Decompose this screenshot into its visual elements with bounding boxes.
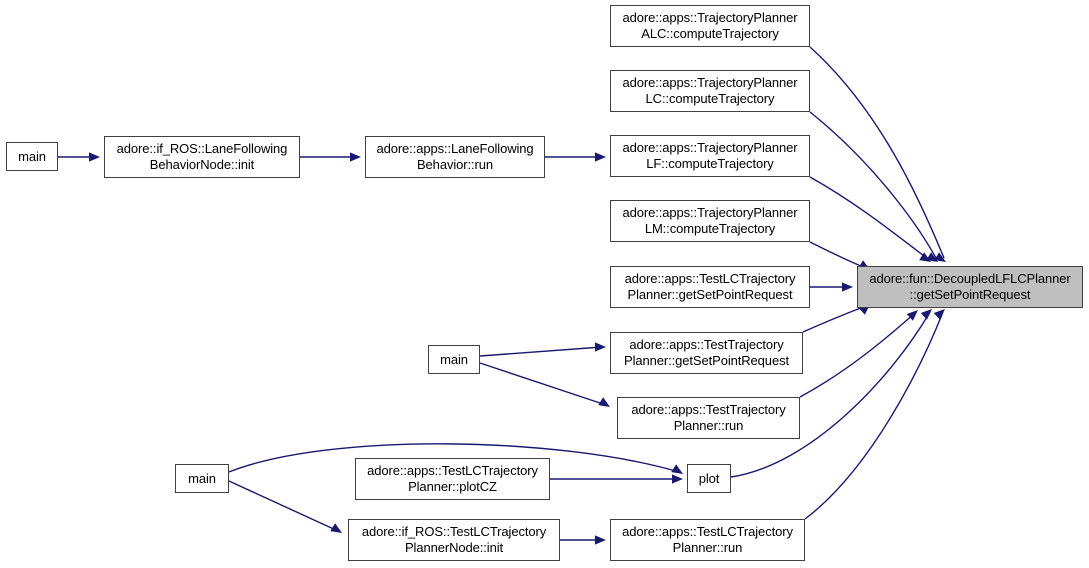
graph-node-label: adore::apps::TestTrajectory Planner::run: [631, 402, 786, 433]
graph-node-label: adore::apps::TestLCTrajectory Planner::r…: [622, 524, 793, 555]
edge-tp_lf-to-decoupled_gspr: [809, 176, 931, 262]
graph-node-tp_lf[interactable]: adore::apps::TrajectoryPlanner LF::compu…: [610, 135, 810, 177]
graph-node-testlc_gspr[interactable]: adore::apps::TestLCTrajectory Planner::g…: [610, 266, 810, 308]
edge-tp_alc-to-decoupled_gspr: [809, 46, 946, 262]
edge-main_top-to-lf_node_init: [58, 152, 100, 162]
edge-test_run-to-decoupled_gspr: [799, 310, 918, 398]
edge-main_mid-to-test_gspr: [479, 342, 606, 357]
graph-node-main_bottom[interactable]: main: [175, 464, 229, 493]
graph-node-label: adore::apps::TrajectoryPlanner LF::compu…: [622, 140, 798, 171]
arrowhead-icon: [672, 474, 683, 484]
graph-node-label: adore::fun::DecoupledLFLCPlanner ::getSe…: [869, 271, 1071, 302]
edge-testlc_run-to-decoupled_gspr: [804, 309, 945, 520]
graph-node-main_top[interactable]: main: [6, 142, 58, 171]
graph-node-decoupled_gspr[interactable]: adore::fun::DecoupledLFLCPlanner ::getSe…: [857, 266, 1083, 308]
arrowhead-icon: [350, 152, 361, 162]
graph-node-label: adore::apps::TestLCTrajectory Planner::p…: [367, 463, 538, 494]
arrowhead-icon: [595, 535, 606, 545]
edge-main_bottom-to-testlc_node_init: [228, 480, 342, 533]
graph-node-test_run[interactable]: adore::apps::TestTrajectory Planner::run: [617, 397, 800, 439]
graph-node-testlc_node_init[interactable]: adore::if_ROS::TestLCTrajectory PlannerN…: [348, 519, 560, 561]
edge-lf_behavior_run-to-tp_lf: [545, 152, 606, 162]
graph-node-label: adore::apps::TrajectoryPlanner LM::compu…: [622, 205, 798, 236]
arrowhead-icon: [330, 523, 342, 533]
graph-node-label: adore::if_ROS::LaneFollowing BehaviorNod…: [116, 141, 288, 172]
graph-node-label: adore::apps::TrajectoryPlanner LC::compu…: [622, 75, 798, 106]
graph-node-label: main: [440, 351, 468, 367]
graph-node-label: main: [188, 470, 216, 486]
graph-node-label: adore::apps::TestLCTrajectory Planner::g…: [624, 271, 796, 302]
graph-node-label: plot: [698, 470, 720, 486]
graph-node-tp_lm[interactable]: adore::apps::TrajectoryPlanner LM::compu…: [610, 200, 810, 242]
graph-node-label: adore::apps::TrajectoryPlanner ALC::comp…: [622, 10, 798, 41]
graph-node-label: adore::apps::LaneFollowing Behavior::run: [376, 141, 534, 172]
arrowhead-icon: [934, 252, 946, 262]
arrowhead-icon: [89, 152, 100, 162]
graph-node-test_gspr[interactable]: adore::apps::TestTrajectory Planner::get…: [610, 332, 803, 374]
edge-lf_node_init-to-lf_behavior_run: [300, 152, 361, 162]
edge-main_mid-to-test_run: [479, 362, 610, 407]
graph-node-label: adore::if_ROS::TestLCTrajectory PlannerN…: [361, 524, 547, 555]
arrowhead-icon: [842, 282, 853, 292]
graph-node-tp_lc[interactable]: adore::apps::TrajectoryPlanner LC::compu…: [610, 70, 810, 112]
graph-node-plotcz[interactable]: adore::apps::TestLCTrajectory Planner::p…: [355, 458, 550, 500]
graph-node-testlc_run[interactable]: adore::apps::TestLCTrajectory Planner::r…: [610, 519, 805, 561]
arrowhead-icon: [595, 342, 606, 352]
graph-node-tp_alc[interactable]: adore::apps::TrajectoryPlanner ALC::comp…: [610, 5, 810, 47]
arrowhead-icon: [926, 252, 938, 262]
arrowhead-icon: [595, 152, 606, 162]
graph-node-lf_node_init[interactable]: adore::if_ROS::LaneFollowing BehaviorNod…: [104, 136, 300, 178]
graph-node-lf_behavior_run[interactable]: adore::apps::LaneFollowing Behavior::run: [365, 136, 545, 178]
arrowhead-icon: [671, 464, 683, 474]
arrowhead-icon: [919, 252, 931, 262]
edge-testlc_gspr-to-decoupled_gspr: [810, 282, 853, 292]
graph-node-plot[interactable]: plot: [687, 464, 731, 493]
edge-tp_lc-to-decoupled_gspr: [809, 111, 938, 262]
graph-node-main_mid[interactable]: main: [428, 345, 480, 374]
arrowhead-icon: [906, 310, 918, 321]
edge-testlc_node_init-to-testlc_run: [560, 535, 606, 545]
arrowhead-icon: [598, 397, 610, 407]
graph-node-label: adore::apps::TestTrajectory Planner::get…: [624, 337, 789, 368]
graph-node-label: main: [18, 148, 46, 164]
edge-plotcz-to-plot: [550, 474, 683, 484]
